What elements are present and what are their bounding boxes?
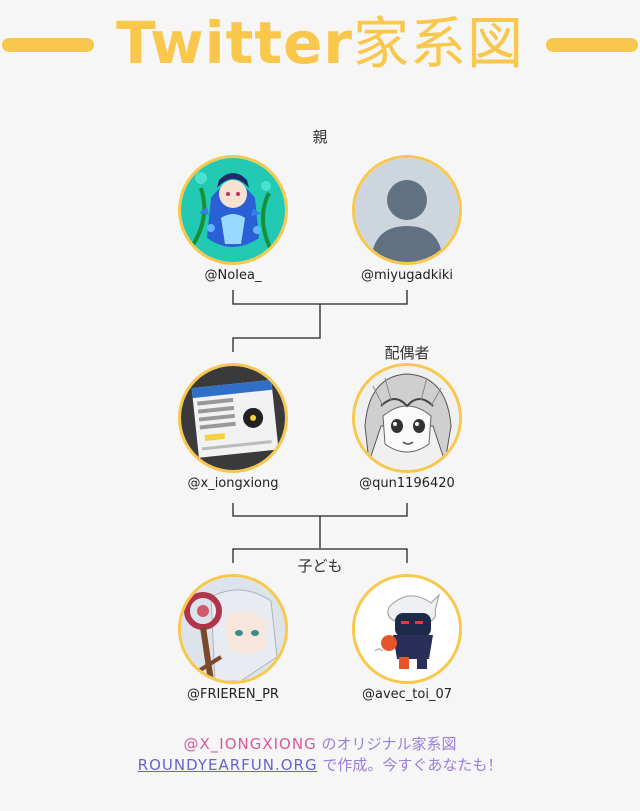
title-latin: Twitter <box>115 9 354 77</box>
title-jp: 家系図 <box>353 12 525 77</box>
handle-parent1[interactable]: @NoIea_ <box>204 268 262 283</box>
avatar-child2[interactable] <box>352 574 462 684</box>
title-row: Twitter家系図 <box>0 8 640 78</box>
handle-child2[interactable]: @avec_toi_07 <box>361 687 452 702</box>
children-label: 子ども <box>297 557 343 575</box>
avatar-parent1[interactable] <box>178 155 288 265</box>
parents-connector <box>232 290 408 305</box>
handle-child1[interactable]: @FRIEREN_PR <box>187 687 279 702</box>
title-decoration-left <box>2 38 94 52</box>
avatar-child1[interactable] <box>178 574 288 684</box>
trading-card-image <box>181 366 285 470</box>
couple-connector <box>232 503 408 517</box>
chibi-fighter-image <box>355 577 459 681</box>
footer-site-link[interactable]: ROUNDYEARFUN.ORG <box>137 756 318 774</box>
footer-owner-link[interactable]: @X_IONGXIONG <box>183 735 317 753</box>
self-drop <box>232 322 321 352</box>
footer-line-2: ROUNDYEARFUN.ORG で作成。今すぐあなたも！ <box>0 754 640 775</box>
page-title: Twitter家系図 <box>0 8 640 80</box>
anime-character-image <box>181 158 285 262</box>
children-connector <box>232 548 408 563</box>
avatar-parent2[interactable] <box>352 155 462 265</box>
spouse-label: 配偶者 <box>384 344 430 362</box>
avatar-spouse[interactable] <box>352 363 462 473</box>
default-user-icon <box>355 158 459 262</box>
footer-line2-text: で作成。今すぐあなたも！ <box>317 756 503 774</box>
handle-parent2[interactable]: @miyugadkiki <box>361 268 453 283</box>
footer-line1-text: のオリジナル家系図 <box>316 735 457 753</box>
footer-line-1: @X_IONGXIONG のオリジナル家系図 <box>0 733 640 754</box>
title-decoration-right <box>546 38 638 52</box>
manga-girl-image <box>355 366 459 470</box>
handle-self[interactable]: @x_iongxiong <box>187 476 279 491</box>
elf-character-image <box>181 577 285 681</box>
handle-spouse[interactable]: @qun1196420 <box>359 476 455 491</box>
avatar-self[interactable] <box>178 363 288 473</box>
parents-label: 親 <box>312 128 328 146</box>
